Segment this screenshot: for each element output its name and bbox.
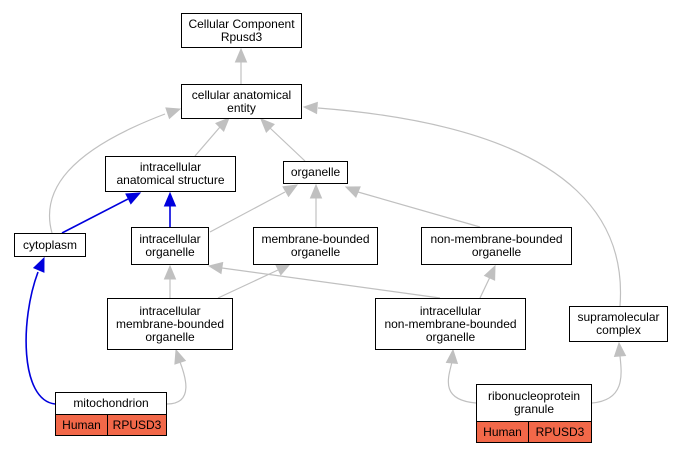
edge-mito-cyto [25,256,56,405]
edge-nmbo-organelle [344,186,481,228]
node-organelle-line1: organelle [290,165,341,179]
edge-inmbo-nmbo-arrowhead [483,264,496,281]
node-cellular-anatomical-entity[interactable]: cellular anatomical entity [181,84,302,119]
edge-smc-cae [302,101,622,307]
node-nmbo-line2: organelle [471,245,522,259]
edge-inmbo-io [207,261,441,299]
edge-inmbo-nmbo [479,264,496,299]
edge-imbo-io-arrowhead [163,264,177,280]
node-imbo-line3: organelle [145,329,195,344]
node-inmbo-line1: intracellular [419,303,482,318]
edge-rnp-inmbo-arrowhead [445,348,459,364]
edge-ias-cae-arrowhead [215,117,230,132]
node-inmbo-line3: organelle [425,329,476,344]
edge-inmbo-io-arrowhead [207,261,224,275]
edge-cyto-ias [61,192,142,234]
edge-organelle-cae [260,118,306,162]
node-cytoplasm[interactable]: cytoplasm [14,233,86,257]
node-mbo-line2: organelle [290,245,341,259]
edge-io-ias [163,191,177,227]
edge-cae-root-arrowhead [234,47,248,63]
edge-io-organelle-arrowhead [282,184,299,198]
node-io-line2: organelle [145,245,195,259]
edge-rnp-smc [591,341,627,404]
edge-nmbo-organelle-arrowhead [344,186,361,198]
edge-mbo-organelle-arrowhead [309,183,323,199]
edge-cyto-cae-arrowhead [165,107,182,120]
node-inmbo-line2: non-membrane-bounded [384,316,517,331]
node-io-line1: intracellular [139,232,201,246]
node-imbo-line2: membrane-bounded [115,316,225,331]
node-mitochondrion[interactable]: mitochondrion [55,392,167,415]
node-intracellular-non-membrane-bounded-organelle[interactable]: intracellular non-membrane-bounded organ… [375,298,526,350]
node-nmbo-line1: non-membrane-bounded [430,232,563,246]
edge-smc-cae-arrowhead [302,101,318,115]
edge-io-ias-arrowhead [163,191,177,207]
mito-species-tag: Human [55,414,108,436]
node-mbo-line1: membrane-bounded [261,232,370,246]
edge-mito-cyto-arrowhead [32,256,45,273]
node-cae-line1: cellular anatomical [191,87,292,102]
node-cytoplasm-line1: cytoplasm [22,237,78,252]
node-ribonucleoprotein-granule[interactable]: ribonucleoprotein granule [476,384,592,422]
node-cae-line2: entity [227,100,256,115]
node-organelle[interactable]: organelle [283,161,348,184]
node-smc-line1: supramolecular [577,310,660,324]
node-ias-line1: intracellular [139,160,202,174]
edge-rnp-inmbo [445,348,477,404]
node-imbo-line1: intracellular [139,303,201,318]
node-root-line1: Cellular Component [188,16,295,31]
node-intracellular-membrane-bounded-organelle[interactable]: intracellular membrane-bounded organelle [107,298,233,350]
edge-cyto-cae [48,107,182,234]
node-rnp-line1: ribonucleoprotein [487,389,581,403]
edge-rnp-smc-arrowhead [613,341,627,357]
node-non-membrane-bounded-organelle[interactable]: non-membrane-bounded organelle [421,227,572,265]
edge-mito-imbo-arrowhead [174,348,187,365]
edge-imbo-mbo-arrowhead [275,263,292,276]
node-membrane-bounded-organelle[interactable]: membrane-bounded organelle [253,227,378,265]
node-ias-line2: anatomical structure [116,173,225,187]
edge-cyto-ias-arrowhead [125,192,142,205]
node-smc-line2: complex [596,323,641,337]
node-root-line2: Rpusd3 [220,29,263,44]
edge-cae-root [234,47,248,84]
rnp-gene-tag: RPUSD3 [528,421,592,443]
node-intracellular-anatomical-structure[interactable]: intracellular anatomical structure [105,156,236,192]
edge-ias-cae [194,117,230,157]
node-root[interactable]: Cellular Component Rpusd3 [181,13,302,48]
edge-mbo-organelle [309,183,323,227]
mito-gene-tag: RPUSD3 [107,414,167,436]
node-supramolecular-complex[interactable]: supramolecular complex [569,306,668,342]
edge-mito-imbo [166,348,187,405]
edge-io-organelle [209,184,299,233]
edge-imbo-io [163,264,177,298]
rnp-species-tag: Human [476,421,529,443]
edge-organelle-cae-arrowhead [260,118,275,133]
node-mito-line1: mitochondrion [73,396,149,410]
node-rnp-line2: granule [513,402,555,416]
node-intracellular-organelle[interactable]: intracellular organelle [131,227,209,265]
